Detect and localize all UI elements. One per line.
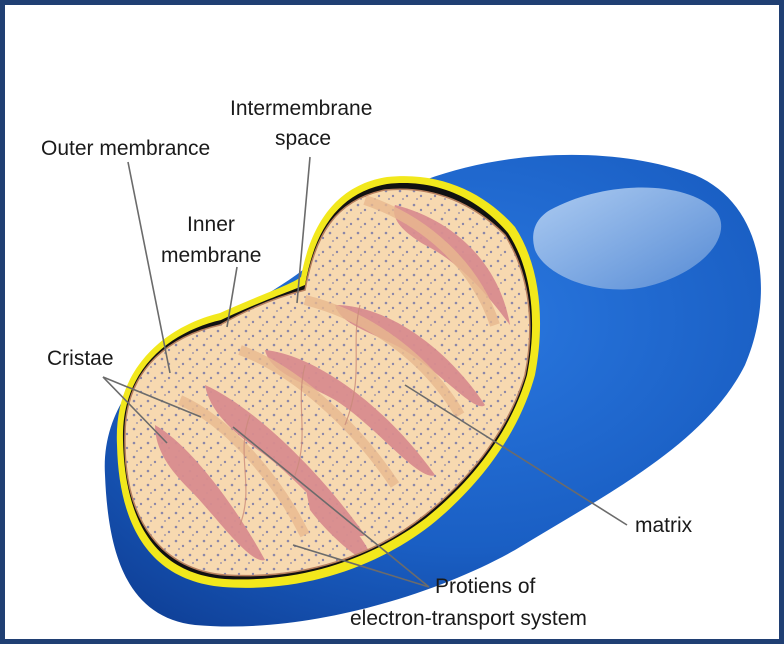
label-proteins-line2: electron-transport system [350, 607, 587, 630]
label-intermembrane-line1: Intermembrane [230, 97, 372, 120]
label-outer-membrane: Outer membrance [41, 137, 210, 160]
mitochondrion-diagram: Intermembrane space Outer membrance Inne… [5, 5, 784, 649]
label-cristae: Cristae [47, 347, 114, 370]
label-inner-membrane-line2: membrane [161, 244, 261, 267]
label-inner-membrane-line1: Inner [187, 213, 235, 236]
leader-outer-membrane [128, 162, 170, 373]
label-intermembrane-line2: space [275, 127, 331, 150]
label-proteins-line1: Protiens of [435, 575, 536, 598]
label-matrix: matrix [635, 514, 693, 537]
